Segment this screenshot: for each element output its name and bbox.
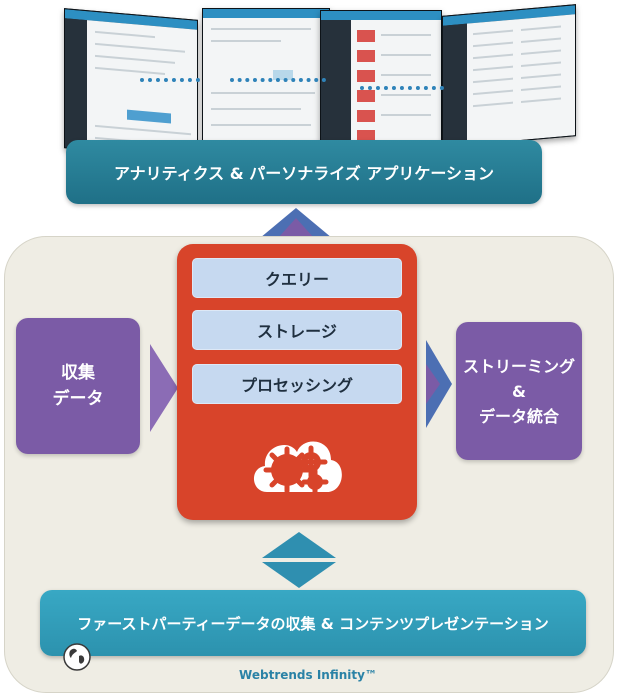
dotted-connector-1 bbox=[140, 78, 200, 82]
processing-layer: プロセッシング bbox=[192, 364, 402, 404]
first-party-banner-label: ファーストパーティーデータの収集 & コンテンツプレゼンテーション bbox=[77, 614, 549, 633]
app-screenshot-2 bbox=[202, 8, 330, 158]
dotted-connector-3 bbox=[360, 86, 444, 90]
query-layer-label: クエリー bbox=[264, 270, 329, 289]
app-screenshot-4 bbox=[442, 4, 576, 148]
collect-data-line1: 収集 bbox=[61, 363, 95, 383]
streaming-line3: データ統合 bbox=[478, 406, 559, 426]
gears-cloud-icon bbox=[253, 441, 342, 496]
globe-icon bbox=[63, 643, 91, 671]
streaming-integration-box: ストリーミング & データ統合 bbox=[456, 322, 582, 460]
brand-label: Webtrends Infinity™ bbox=[220, 668, 396, 682]
up-arrow-icon bbox=[260, 208, 332, 238]
first-party-data-banner: ファーストパーティーデータの収集 & コンテンツプレゼンテーション bbox=[40, 590, 586, 656]
storage-layer-label: ストレージ bbox=[257, 322, 337, 341]
brand-label-text: Webtrends Infinity™ bbox=[239, 668, 377, 682]
collect-data-line2: データ bbox=[52, 389, 104, 409]
storage-layer: ストレージ bbox=[192, 310, 402, 350]
app-screenshot-3 bbox=[320, 10, 442, 154]
query-layer: クエリー bbox=[192, 258, 402, 298]
analytics-banner-label: アナリティクス & パーソナライズ アプリケーション bbox=[113, 164, 495, 183]
analytics-personalization-banner: アナリティクス & パーソナライズ アプリケーション bbox=[66, 140, 542, 204]
right-arrow-icon bbox=[150, 344, 178, 432]
app-screenshot-1 bbox=[64, 8, 198, 160]
dotted-connector-2 bbox=[230, 78, 326, 82]
streaming-line2: & bbox=[512, 381, 526, 401]
streaming-arrow-icon bbox=[426, 340, 452, 428]
streaming-line1: ストリーミング bbox=[462, 356, 575, 376]
bidirectional-arrow-icon bbox=[262, 532, 336, 588]
processing-layer-label: プロセッシング bbox=[240, 376, 353, 395]
core-engine-box: クエリー ストレージ プロセッシング bbox=[177, 244, 417, 520]
collect-data-box: 収集 データ bbox=[16, 318, 140, 454]
